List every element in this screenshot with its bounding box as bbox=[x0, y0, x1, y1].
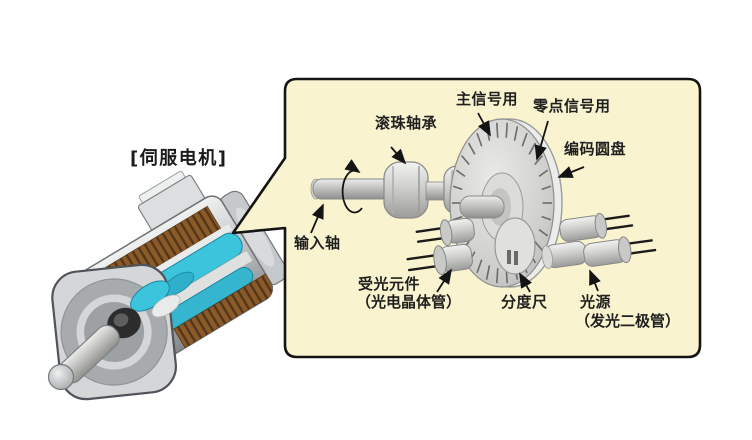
servo-motor-label: [伺服电机] bbox=[130, 148, 228, 169]
disc-shaft-stub bbox=[459, 195, 505, 219]
arrow-input-shaft bbox=[310, 203, 324, 234]
led-group bbox=[541, 212, 657, 269]
label-input-shaft: 输入轴 bbox=[294, 234, 341, 252]
label-main-signal: 主信号用 bbox=[456, 90, 519, 108]
arrow-index-scale bbox=[519, 272, 533, 293]
label-light-source: 光源 bbox=[580, 293, 612, 311]
encoder-exploded-view bbox=[310, 112, 657, 293]
motor-rotor-front-ends bbox=[130, 271, 195, 318]
arrow-zero-signal bbox=[534, 120, 549, 161]
arrow-encoder-disc bbox=[557, 166, 585, 178]
label-light-source-sub: （发光二极管） bbox=[575, 312, 681, 330]
servo-motor-illustration bbox=[47, 170, 288, 401]
arrow-main-signal bbox=[477, 112, 491, 137]
arrow-light-source bbox=[589, 269, 601, 292]
label-receiver-sub: （光电晶体管） bbox=[356, 293, 462, 311]
phototransistor-group bbox=[406, 217, 475, 276]
motor-shaft-tip bbox=[47, 363, 75, 391]
label-index-scale: 分度尺 bbox=[501, 293, 548, 311]
rotation-arrow bbox=[341, 159, 363, 214]
callout-arrows bbox=[310, 112, 601, 293]
label-receiver: 受光元件 bbox=[358, 275, 421, 293]
ball-bearing-1-drawing bbox=[383, 161, 429, 219]
label-zero-signal: 零点信号用 bbox=[533, 97, 611, 115]
label-ball-bearing: 滚珠轴承 bbox=[375, 114, 438, 132]
input-shaft-drawing bbox=[312, 178, 392, 200]
label-encoder-disc: 编码圆盘 bbox=[564, 140, 627, 158]
index-scale-drawing bbox=[494, 217, 536, 275]
arrow-ball-bearing bbox=[390, 146, 407, 165]
arrow-receiver bbox=[436, 268, 452, 293]
